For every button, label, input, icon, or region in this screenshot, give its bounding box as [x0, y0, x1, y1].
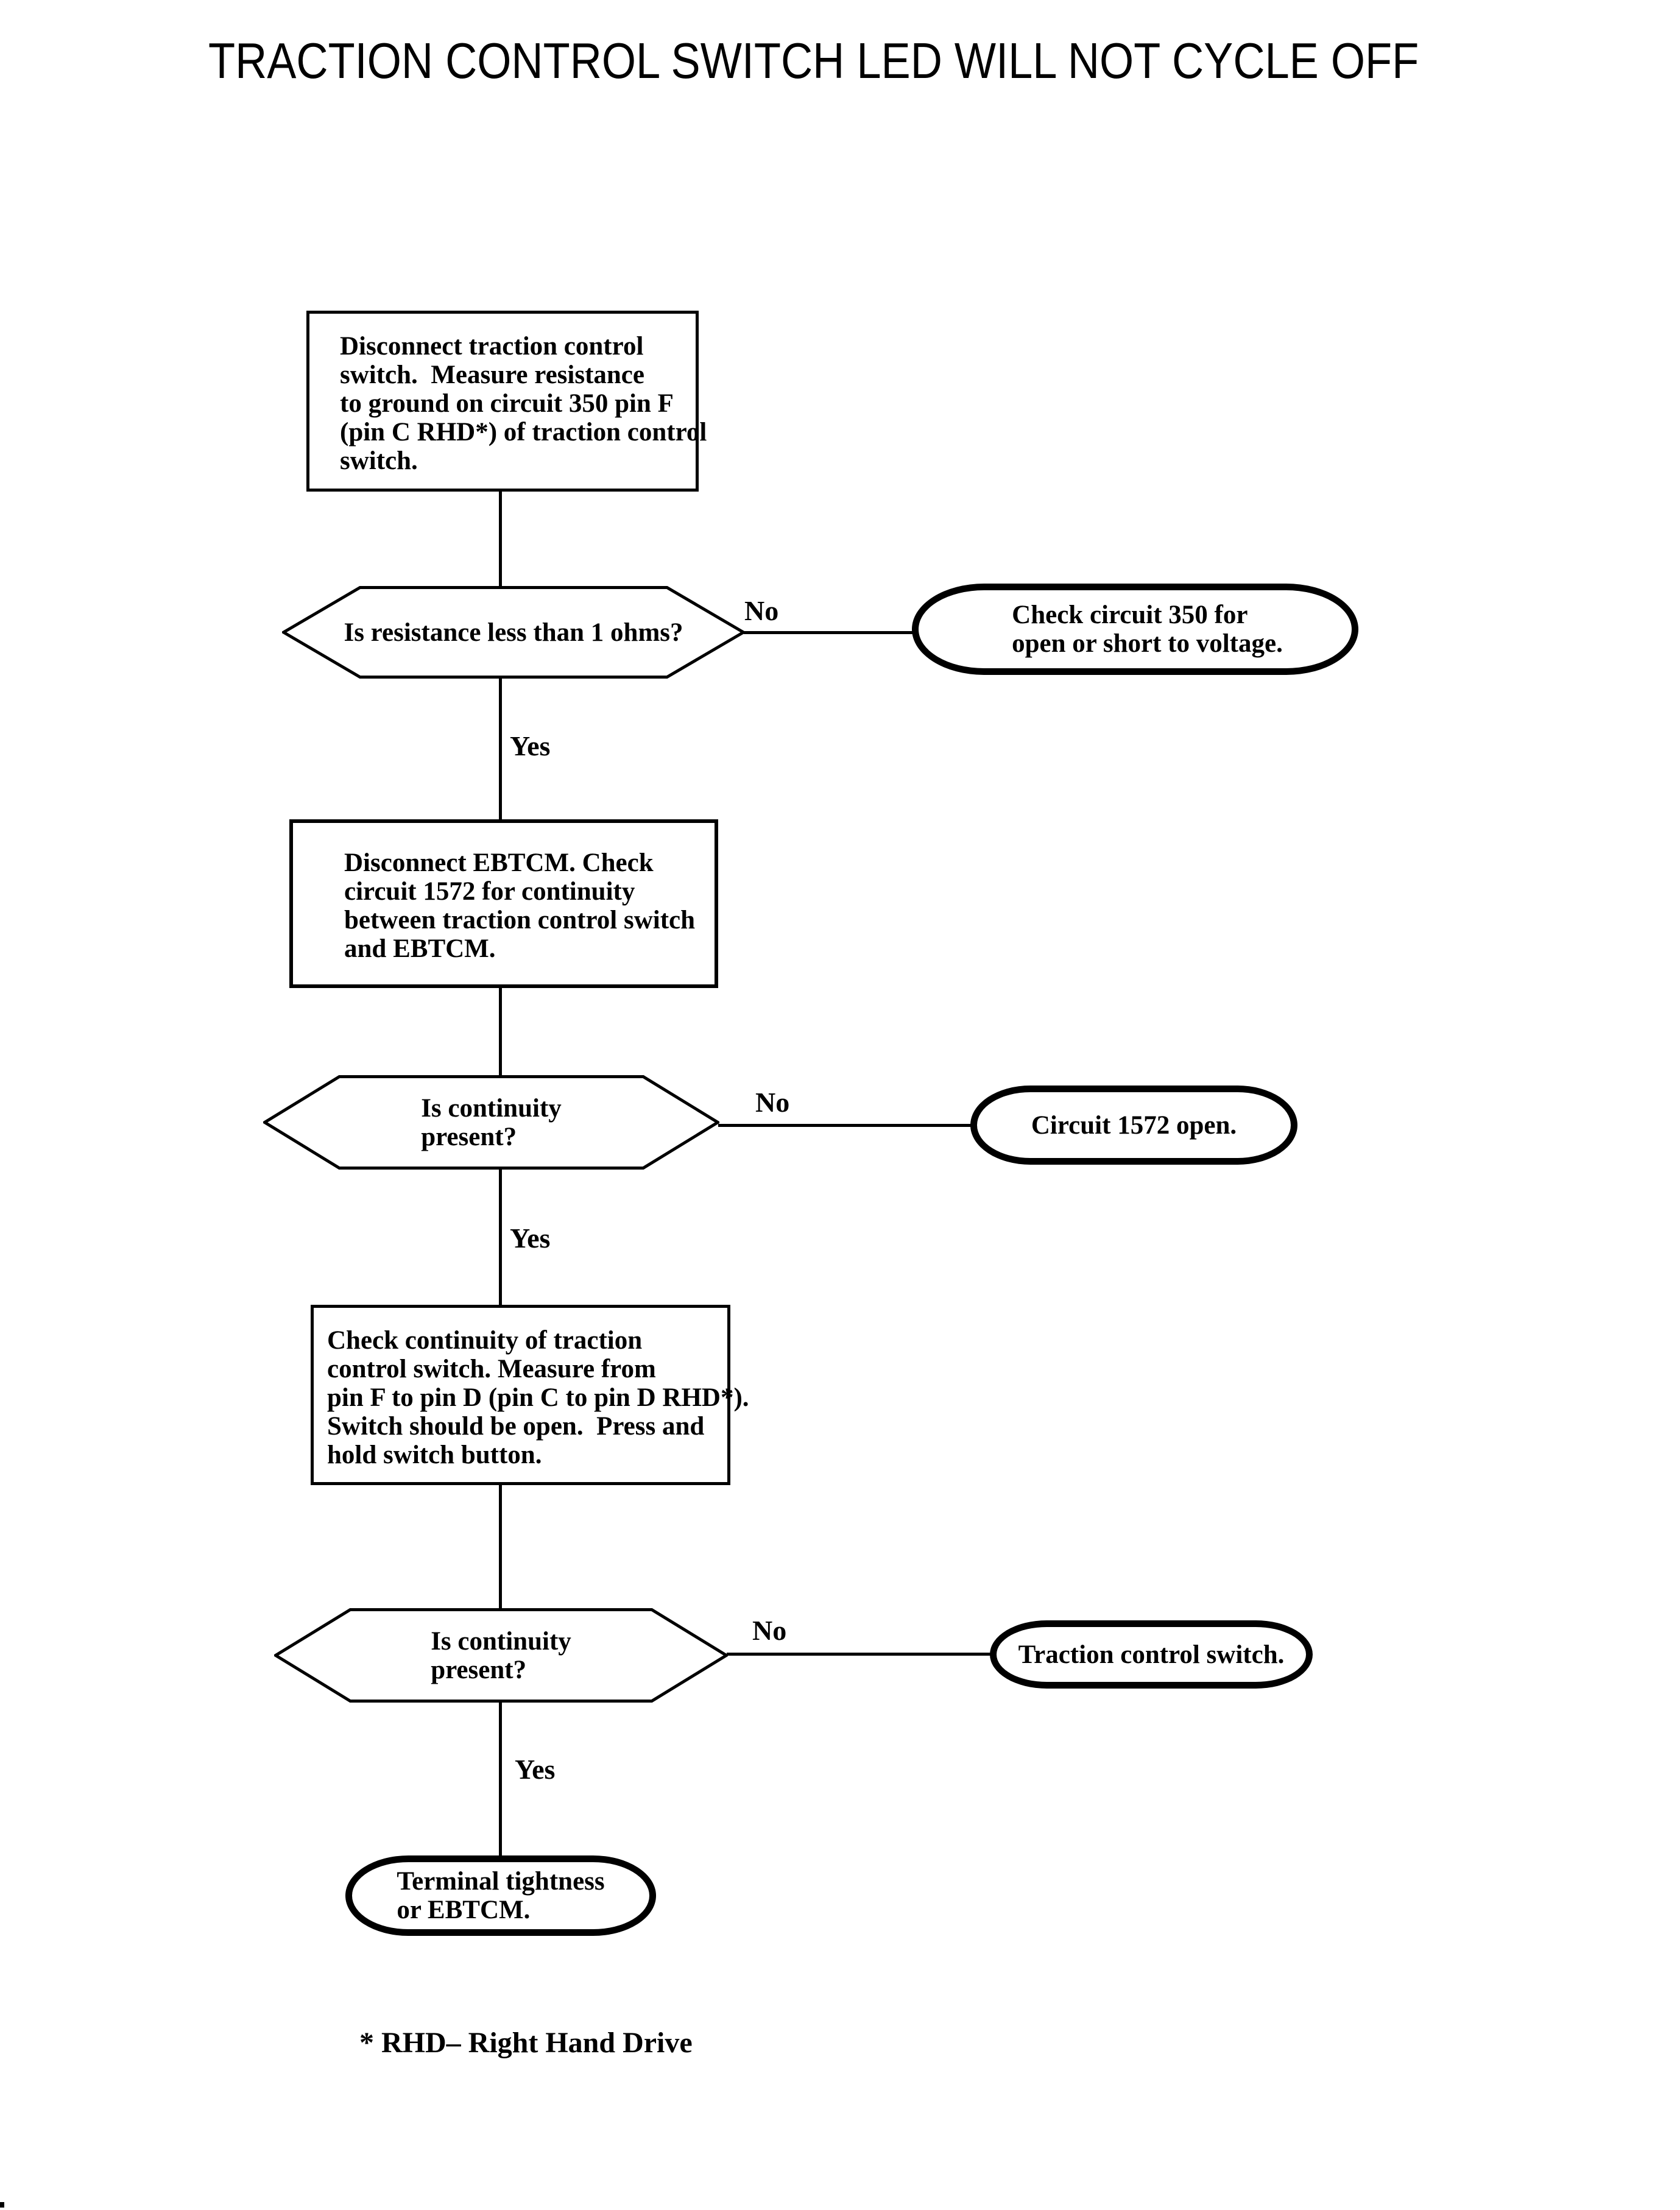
flow-line-decision2-no — [718, 1124, 973, 1127]
no-label-1: No — [744, 595, 779, 626]
result-oval-circuit1572: Circuit 1572 open. — [970, 1086, 1297, 1165]
process-box-3-text: Check continuity of traction control swi… — [327, 1326, 749, 1469]
decision-continuity-switch: Is continuity present? — [274, 1608, 728, 1703]
hexagon-outline — [274, 1608, 728, 1703]
flow-line-decision1-yes — [499, 677, 502, 819]
result-oval-traction-switch: Traction control switch. — [990, 1620, 1313, 1689]
flow-line-decision2-yes — [499, 1168, 502, 1306]
result-oval-circuit350: Check circuit 350 for open or short to v… — [912, 584, 1358, 675]
flow-line-step1-to-decision1 — [499, 492, 502, 587]
yes-label-2: Yes — [510, 1223, 551, 1254]
result-3-text: Traction control switch. — [1018, 1640, 1285, 1669]
decision-2-text: Is continuity present? — [421, 1093, 562, 1151]
decision-1-text: Is resistance less than 1 ohms? — [344, 618, 683, 647]
page-title: TRACTION CONTROL SWITCH LED WILL NOT CYC… — [208, 32, 1419, 89]
result-oval-terminal-tightness: Terminal tightness or EBTCM. — [345, 1855, 656, 1936]
process-box-disconnect-switch: Disconnect traction control switch. Meas… — [306, 311, 707, 492]
process-box-disconnect-ebtcm: Disconnect EBTCM. Check circuit 1572 for… — [289, 819, 718, 988]
process-box-1-text: Disconnect traction control switch. Meas… — [340, 332, 707, 475]
footnote: * RHD– Right Hand Drive — [359, 2027, 693, 2059]
flow-line-decision1-no — [744, 631, 914, 634]
decision-continuity-1572: Is continuity present? — [263, 1075, 719, 1170]
process-box-check-switch-continuity: Check continuity of traction control swi… — [311, 1305, 749, 1485]
hexagon-outline — [263, 1075, 719, 1170]
flow-line-step2-to-decision2 — [499, 987, 502, 1076]
result-2-text: Circuit 1572 open. — [1031, 1110, 1237, 1140]
decision-3-text: Is continuity present? — [431, 1626, 571, 1684]
result-4-text: Terminal tightness or EBTCM. — [397, 1867, 605, 1924]
hexagon-outline — [282, 586, 745, 679]
no-label-2: No — [755, 1087, 790, 1118]
no-label-3: No — [752, 1615, 787, 1646]
flow-line-decision3-yes — [499, 1701, 502, 1857]
yes-label-3: Yes — [515, 1754, 556, 1785]
yes-label-1: Yes — [510, 730, 551, 761]
flow-line-decision3-no — [727, 1653, 992, 1656]
decision-resistance-check: Is resistance less than 1 ohms? — [282, 586, 745, 679]
flow-line-step3-to-decision3 — [499, 1484, 502, 1609]
process-box-2-text: Disconnect EBTCM. Check circuit 1572 for… — [344, 849, 696, 963]
scan-artifact-dot — [0, 2202, 4, 2208]
result-1-text: Check circuit 350 for open or short to v… — [1012, 601, 1283, 658]
